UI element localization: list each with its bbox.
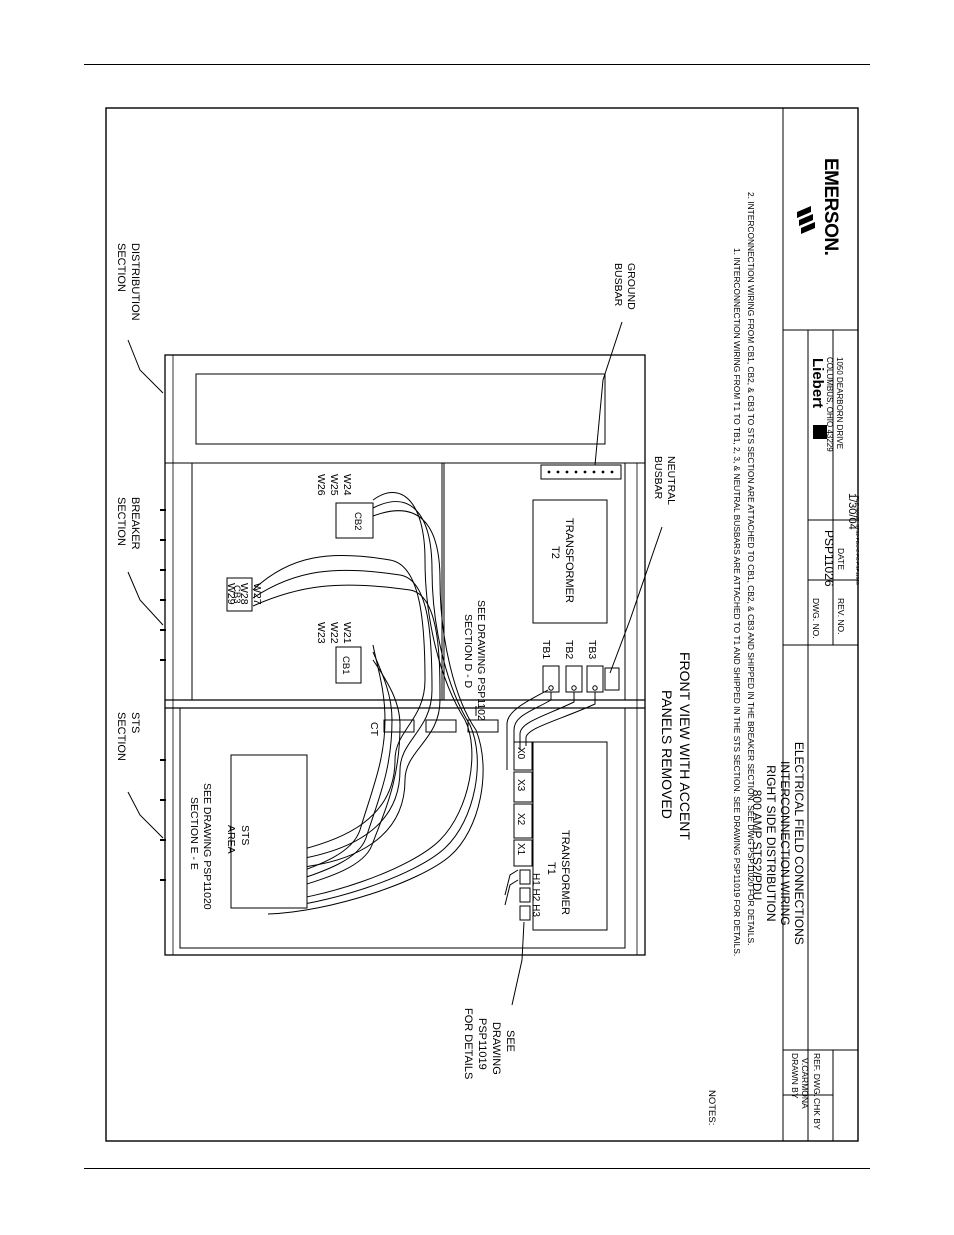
rev-no-label: REV. NO.	[836, 598, 846, 635]
distribution-panel	[195, 373, 606, 445]
drawing-frame	[105, 107, 859, 1142]
title-block-title: ELECTRICAL FIELD CONNECTIONS INTERCONNEC…	[750, 742, 806, 948]
liebert-logo: Liebert	[809, 358, 827, 439]
ref-dwg-label: REF. DWG.	[812, 1053, 822, 1097]
sts-area-label: STS AREA SEE DRAWING PSP11020 SECTION E …	[188, 783, 251, 913]
tb3-label: TB3	[586, 640, 598, 659]
emerson-logo: EMERSON.	[797, 158, 841, 255]
x1-label: X1	[515, 843, 526, 856]
liebert-address: 1050 DEARBORN DRIVECOLUMBUS, OHIO 43229	[825, 357, 844, 452]
transformer-t1-label: TRANSFORMERT1	[545, 830, 571, 915]
transformer-t1	[532, 741, 608, 931]
drawn-by-label: DRAWN BY	[790, 1053, 800, 1099]
tb2-label: TB2	[563, 640, 575, 659]
ct-label: CT	[368, 722, 380, 737]
front-view-caption: FRONT VIEW WITH ACCENTPANELS REMOVED	[659, 652, 693, 840]
dwg-no-label: DWG. NO.	[811, 598, 821, 639]
file-name: FILE NAME: STS2-PDU-E-FC-PSP11026	[854, 496, 860, 585]
svg-text:Liebert: Liebert	[809, 358, 826, 408]
sts-area-box	[230, 754, 308, 909]
tb1-label: TB1	[540, 640, 552, 659]
x0-label: X0	[515, 747, 526, 760]
x-terminal-boxes	[513, 741, 533, 867]
date-label: DATE	[836, 548, 846, 570]
note-1: 1. INTERCONNECTION WIRING FROM T1 TO TB1…	[732, 248, 742, 956]
ct-sensors	[383, 719, 499, 733]
cb3-label: CB3	[231, 585, 242, 603]
cb2-breaker	[335, 502, 374, 539]
distribution-section-label: DISTRIBUTIONSECTION	[115, 243, 141, 321]
transformer-t2-label: TRANSFORMERT2	[549, 518, 575, 603]
x2-label: X2	[515, 813, 526, 826]
drawn-by-value: V.CARMONA	[800, 1058, 810, 1109]
cb2-wires: W24W25W26	[315, 474, 353, 496]
header-rule	[84, 64, 870, 65]
h-terminals-label: H1 H2 H3	[530, 873, 541, 917]
h-terminal-boxes	[519, 869, 531, 921]
cb1-breaker	[335, 646, 362, 684]
notes-heading: NOTES:	[706, 1090, 717, 1125]
cabinet	[160, 354, 646, 956]
cb1-label: CB1	[340, 656, 351, 674]
ground-busbar	[540, 464, 622, 480]
cb1-wires: W21W22W23	[315, 622, 353, 644]
date-value: 1/30/04	[846, 493, 858, 530]
chk-by-label: CHK BY	[812, 1098, 822, 1130]
x3-label: X3	[515, 779, 526, 792]
neutral-busbar-label: NEUTRALBUSBAR	[652, 456, 677, 505]
breaker-section-label: BREAKERSECTION	[115, 497, 141, 550]
svg-text:EMERSON.: EMERSON.	[820, 158, 841, 255]
sts-compartment	[179, 707, 626, 949]
breaker-compartment	[191, 462, 443, 701]
see-psp11020-dd-label: SEE DRAWING PSP11020SECTION D - D	[462, 600, 487, 727]
cb3-breaker	[226, 577, 253, 612]
sts-section-label: STSSECTION	[115, 712, 141, 761]
note-2: 2. INTERCONNECTION WIRING FROM CB1, CB2,…	[746, 192, 756, 945]
neutral-busbar	[604, 667, 620, 691]
see-psp11019-label: SEE DRAWING PSP11019 FOR DETAILS	[462, 1008, 516, 1079]
footer-rule	[84, 1168, 870, 1169]
terminal-blocks	[542, 665, 604, 693]
dwg-no-value: PSP11026	[822, 530, 836, 587]
transformer-t2-compartment	[443, 462, 626, 701]
cb2-label: CB2	[352, 512, 363, 530]
t1-tb-wiring	[504, 689, 596, 906]
transformer-t2	[532, 499, 608, 624]
ground-busbar-label: GROUNDBUSBAR	[612, 263, 637, 310]
